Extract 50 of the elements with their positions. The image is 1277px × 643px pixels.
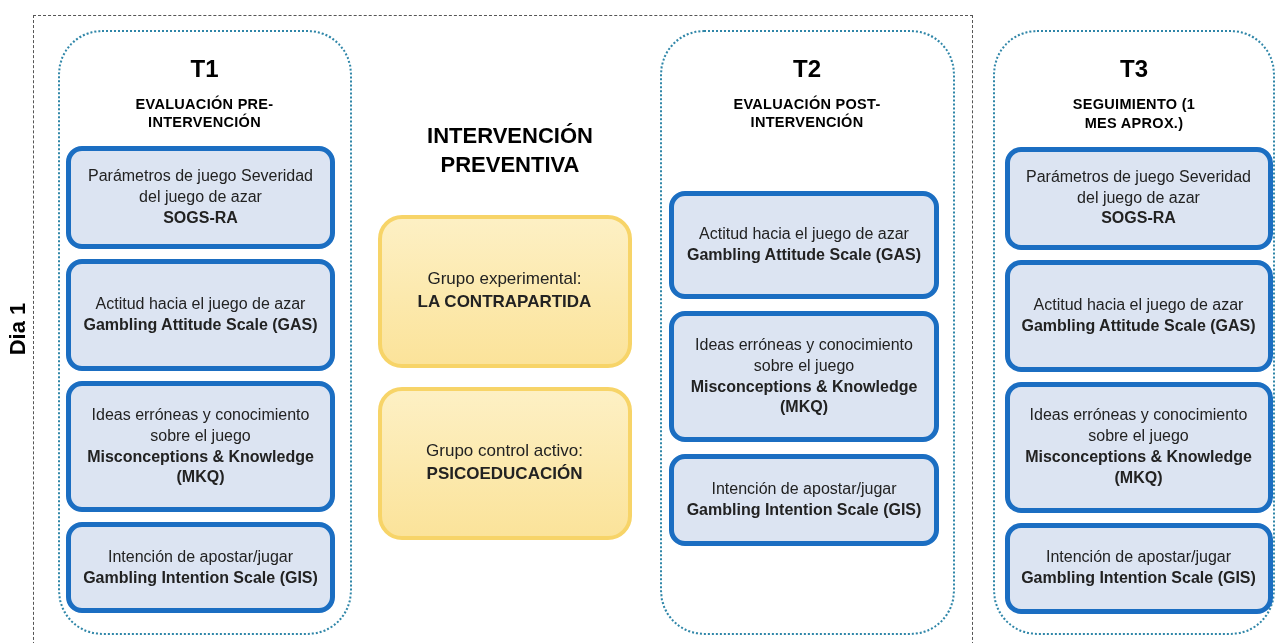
timepoint-panel xyxy=(659,29,955,635)
scale-name: SOGS-RA xyxy=(163,207,238,228)
program-name: LA CONTRAPARTIDA xyxy=(417,291,592,313)
scale-name: Gambling Intention Scale (GIS) xyxy=(83,567,318,588)
measure-box xyxy=(1004,146,1273,250)
timepoint-title: T2 xyxy=(792,54,822,83)
measure-box xyxy=(669,311,939,442)
timepoint-subtitle: SEGUIMIENTO (1 MES APROX.) xyxy=(1071,95,1197,133)
measure-box xyxy=(66,259,335,371)
scale-name: Gambling Intention Scale (GIS) xyxy=(1021,568,1256,588)
measure-description: Actitud hacia el juego de azar xyxy=(95,294,306,315)
section-heading: INTERVENCIÓN PREVENTIVA xyxy=(426,122,594,179)
timepoint-title: T3 xyxy=(1119,55,1149,83)
measure-description: Intención de apostar/jugar xyxy=(1046,547,1231,568)
scale-name: Misconceptions & Knowledge (MKQ) xyxy=(86,446,315,488)
intervention-box xyxy=(377,214,632,368)
scale-name: Misconceptions & Knowledge (MKQ) xyxy=(1024,447,1253,488)
program-name: PSICOEDUCACIÓN xyxy=(426,463,583,485)
group-label: Grupo control activo: xyxy=(426,440,583,463)
group-label: Grupo experimental: xyxy=(427,268,582,291)
measure-box xyxy=(669,191,939,299)
measure-box xyxy=(66,381,335,512)
measure-description: Intención de apostar/jugar xyxy=(108,546,293,567)
measure-box xyxy=(1004,381,1273,513)
measure-box xyxy=(1004,259,1273,372)
timepoint-subtitle: EVALUACIÓN PRE- INTERVENCIÓN xyxy=(134,94,275,133)
measure-box xyxy=(66,146,335,249)
measure-box xyxy=(669,454,939,546)
measure-box xyxy=(1004,522,1273,614)
day-label: Dia 1 xyxy=(5,301,31,358)
scale-name: Gambling Attitude Scale (GAS) xyxy=(686,245,922,265)
scale-name: Misconceptions & Knowledge (MKQ) xyxy=(689,376,919,418)
measure-description: Ideas erróneas y conocimiento sobre el juego xyxy=(90,404,311,446)
intervention-box xyxy=(377,386,632,540)
measure-description: Ideas erróneas y conocimiento sobre el juego xyxy=(694,334,914,376)
timepoint-panel xyxy=(57,29,352,635)
timepoint-subtitle: EVALUACIÓN POST- INTERVENCIÓN xyxy=(732,94,882,133)
measure-description: Ideas erróneas y conocimiento sobre el juego xyxy=(1028,405,1249,447)
timepoint-panel xyxy=(993,30,1275,635)
scale-name: SOGS-RA xyxy=(1101,208,1176,229)
measure-description: Parámetros de juego Severidad del juego de azar xyxy=(87,166,314,208)
scale-name: Gambling Attitude Scale (GAS) xyxy=(83,315,318,335)
measure-description: Parámetros de juego Severidad del juego de azar xyxy=(1025,166,1252,208)
measure-description: Actitud hacia el juego de azar xyxy=(699,224,909,245)
measure-description: Actitud hacia el juego de azar xyxy=(1033,294,1244,315)
measure-box xyxy=(66,522,335,613)
timepoint-title: T1 xyxy=(189,54,220,83)
measure-description: Intención de apostar/jugar xyxy=(711,479,897,500)
scale-name: Gambling Attitude Scale (GAS) xyxy=(1021,315,1256,336)
scale-name: Gambling Intention Scale (GIS) xyxy=(686,500,922,520)
